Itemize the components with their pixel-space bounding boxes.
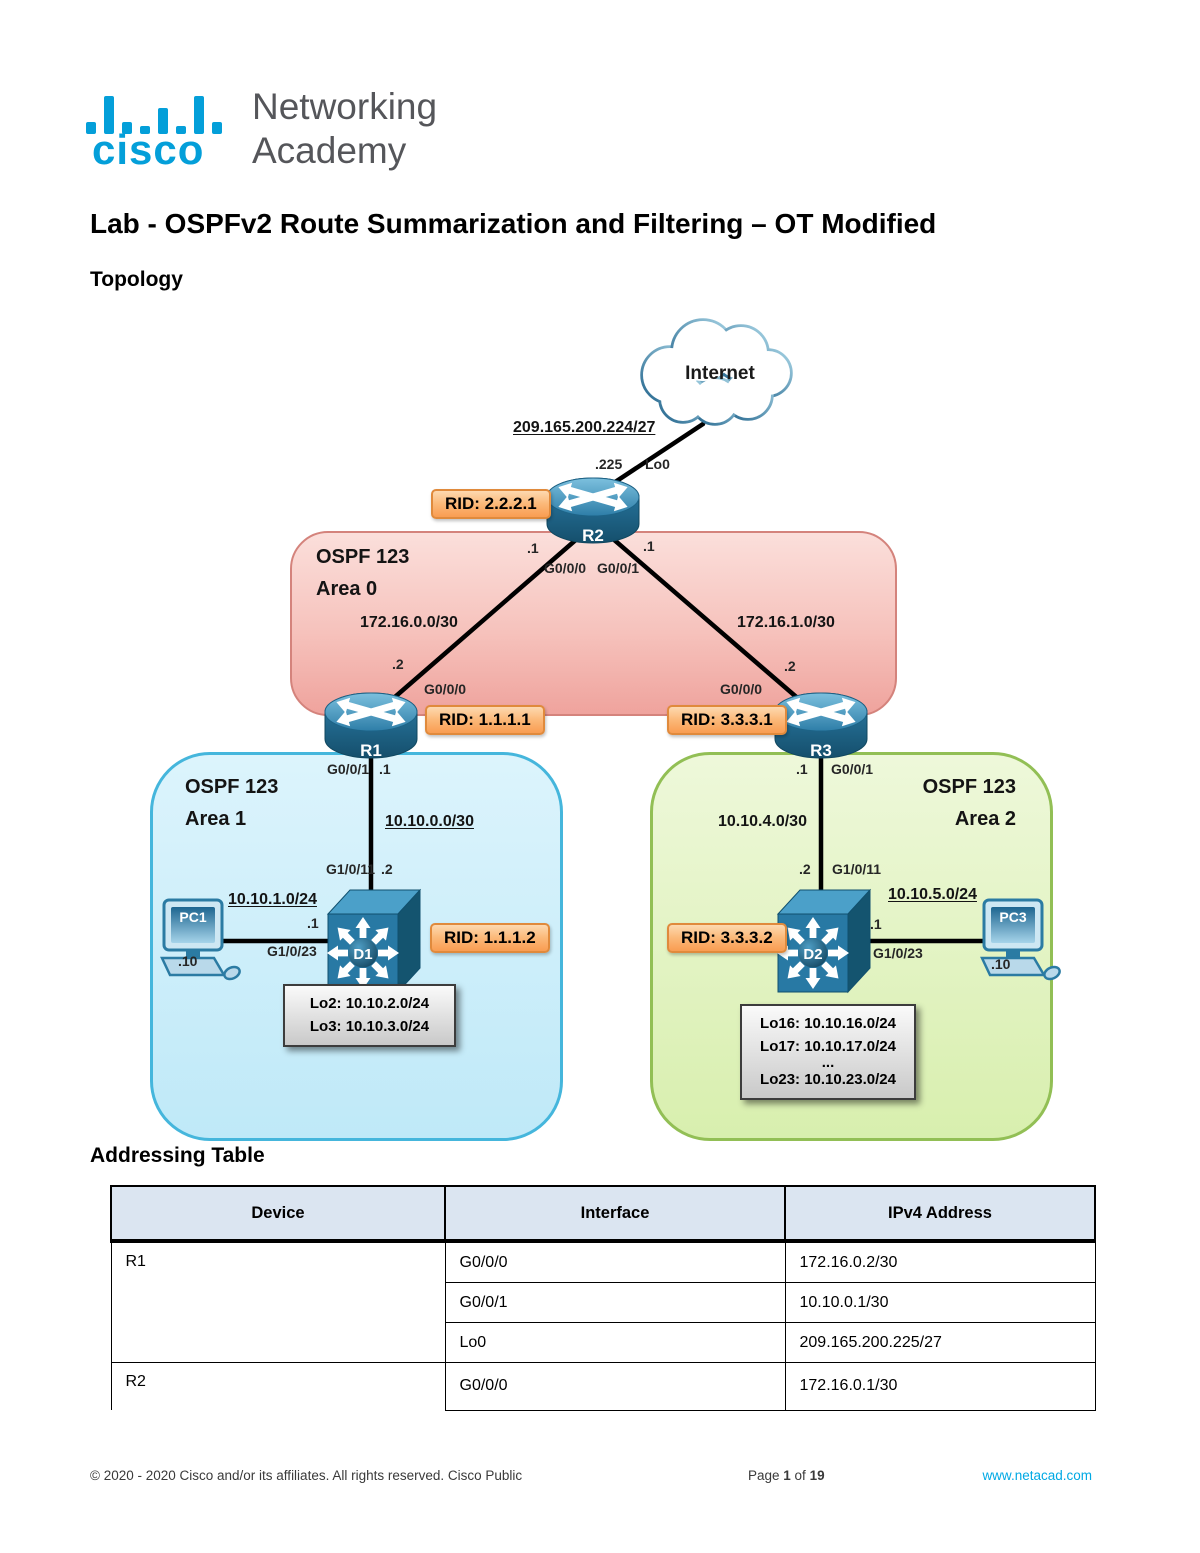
port-label-d2-g1011: G1/0/11	[832, 861, 882, 877]
device-label-pc3: PC3	[999, 909, 1026, 925]
device-label-d1: D1	[353, 946, 372, 963]
table-row: R2 G0/0/0 172.16.0.1/30	[110, 1362, 1096, 1411]
cell-interface: G0/0/0	[444, 1362, 786, 1411]
area2-ospf-label: OSPF 123	[922, 776, 1016, 798]
rid-box-d1: RID: 1.1.1.2	[430, 923, 550, 953]
switch-d1-icon: D1	[326, 888, 422, 994]
footer-site-link[interactable]: www.netacad.com	[982, 1468, 1092, 1483]
port-label-pc3-ip: .10	[991, 956, 1011, 972]
table-row: G0/0/1 10.10.0.1/30	[111, 1282, 1096, 1323]
pc3-icon: PC3	[980, 898, 1061, 981]
port-label-r3-g000-ip: .2	[784, 658, 796, 674]
port-label-r1-g001-ip: .1	[379, 761, 391, 777]
device-label-d2: D2	[803, 946, 822, 963]
logo-academy-text: Academy	[252, 130, 407, 171]
footer-page-of: of	[790, 1468, 810, 1483]
area1-area-label: Area 1	[185, 808, 247, 830]
footer-page-indicator: Page 1 of 19	[748, 1468, 825, 1483]
pc1-icon: PC1	[160, 898, 241, 981]
area0-ospf-label: OSPF 123	[316, 546, 410, 568]
footer-page-prefix: Page	[748, 1468, 784, 1483]
cell-device-r2: R2	[110, 1362, 446, 1410]
port-label-d2-g1023: G1/0/23	[873, 945, 923, 961]
area1-ospf-label: OSPF 123	[185, 776, 279, 798]
cell-device-r1: R1	[110, 1240, 446, 1363]
table-header-ipv4: IPv4 Address	[784, 1185, 1096, 1243]
port-label-r2-g001: G0/0/1	[597, 560, 640, 576]
addressing-heading: Addressing Table	[90, 1144, 265, 1167]
port-label-r2-lo0: Lo0	[645, 456, 670, 472]
network-label-r1-r2: 172.16.0.0/30	[360, 614, 458, 631]
device-label-r3: R3	[810, 741, 832, 760]
device-label-pc1: PC1	[179, 909, 206, 925]
internet-cloud-icon: Internet	[640, 318, 793, 426]
network-label-d2-pc3: 10.10.5.0/24	[888, 886, 977, 903]
internet-label: Internet	[685, 363, 755, 384]
port-label-d1-g1023-ip: .1	[307, 915, 319, 931]
device-label-r1: R1	[360, 741, 382, 760]
footer-copyright: © 2020 - 2020 Cisco and/or its affiliate…	[90, 1468, 523, 1483]
page-title: Lab - OSPFv2 Route Summarization and Fil…	[90, 208, 937, 239]
port-label-r2-g000-ip: .1	[527, 540, 539, 556]
cell-interface: Lo0	[444, 1322, 786, 1363]
topology-heading: Topology	[90, 268, 183, 291]
cisco-logo-icon	[86, 96, 222, 134]
network-label-r1-d1: 10.10.0.0/30	[385, 813, 474, 830]
port-label-r1-g001: G0/0/1	[327, 761, 370, 777]
port-label-r3-g000: G0/0/0	[720, 681, 763, 697]
cell-ip: 10.10.0.1/30	[784, 1282, 1096, 1323]
loopback-box-d1: Lo2: 10.10.2.0/24 Lo3: 10.10.3.0/24	[283, 984, 456, 1047]
loopback-d1-line1: Lo2: 10.10.2.0/24	[309, 995, 430, 1012]
loopback-d2-line2: Lo17: 10.10.17.0/24	[760, 1037, 896, 1055]
port-label-d1-g1023: G1/0/23	[267, 943, 317, 959]
cell-ip: 172.16.0.1/30	[784, 1362, 1096, 1411]
cisco-brand-text: cisco	[92, 126, 205, 173]
router-r1-icon: R1	[324, 692, 418, 760]
table-row: Lo0 209.165.200.225/27	[111, 1322, 1096, 1363]
loopback-d2-line1: Lo16: 10.10.16.0/24	[760, 1015, 896, 1032]
loopback-d2-line3: Lo23: 10.10.23.0/24	[760, 1070, 896, 1088]
port-label-r2-g000: G0/0/0	[544, 560, 587, 576]
cell-interface: G0/0/1	[444, 1282, 786, 1323]
table-header-interface: Interface	[444, 1185, 786, 1243]
port-label-r3-g001-ip: .1	[796, 761, 808, 777]
router-r2-icon: R2	[546, 477, 640, 545]
port-label-pc1-ip: .10	[178, 953, 198, 969]
area0-area-label: Area 0	[316, 578, 378, 600]
cell-interface: G0/0/0	[444, 1240, 786, 1283]
logo-networking-text: Networking	[252, 86, 438, 127]
network-label-internet: 209.165.200.224/27	[513, 419, 656, 436]
rid-box-r1: RID: 1.1.1.1	[425, 705, 545, 735]
switch-d2-icon: D2	[776, 888, 872, 994]
network-label-d1-pc1: 10.10.1.0/24	[228, 891, 317, 908]
rid-box-d2: RID: 3.3.3.2	[667, 923, 787, 953]
port-label-d2-g1023-ip: .1	[870, 916, 882, 932]
loopback-box-d2: Lo16: 10.10.16.0/24 Lo17: 10.10.17.0/24 …	[740, 1004, 916, 1100]
addressing-table: Device Interface IPv4 Address R1 G0/0/0 …	[110, 1185, 1096, 1411]
table-row: R1 G0/0/0 172.16.0.2/30	[110, 1240, 1096, 1363]
table-header-device: Device	[110, 1185, 446, 1243]
network-label-r3-d2: 10.10.4.0/30	[718, 813, 807, 830]
cell-ip: 172.16.0.2/30	[784, 1240, 1096, 1283]
port-label-d1-g1011: G1/0/11	[326, 861, 376, 877]
cell-ip: 209.165.200.225/27	[784, 1322, 1096, 1363]
footer-page-number: 1	[783, 1468, 791, 1483]
rid-box-r3: RID: 3.3.3.1	[667, 705, 787, 735]
port-label-r3-g001: G0/0/1	[831, 761, 874, 777]
port-label-d2-g1011-ip: .2	[799, 861, 811, 877]
table-header-row: Device Interface IPv4 Address	[110, 1185, 1096, 1243]
port-label-r2-g001-ip: .1	[643, 538, 655, 554]
area2-area-label: Area 2	[954, 808, 1016, 830]
port-label-r2-lo0-ip: .225	[595, 456, 623, 472]
port-label-r1-g000-ip: .2	[392, 656, 404, 672]
rid-box-r2: RID: 2.2.2.1	[431, 489, 551, 519]
footer-page-total: 19	[809, 1468, 825, 1483]
port-label-r1-g000: G0/0/0	[424, 681, 467, 697]
device-label-r2: R2	[582, 526, 604, 545]
loopback-d1-line2: Lo3: 10.10.3.0/24	[309, 1017, 430, 1035]
loopback-d2-ellipsis: ...	[821, 1054, 835, 1071]
port-label-d1-g1011-ip: .2	[381, 861, 393, 877]
network-label-r2-r3: 172.16.1.0/30	[737, 614, 835, 631]
